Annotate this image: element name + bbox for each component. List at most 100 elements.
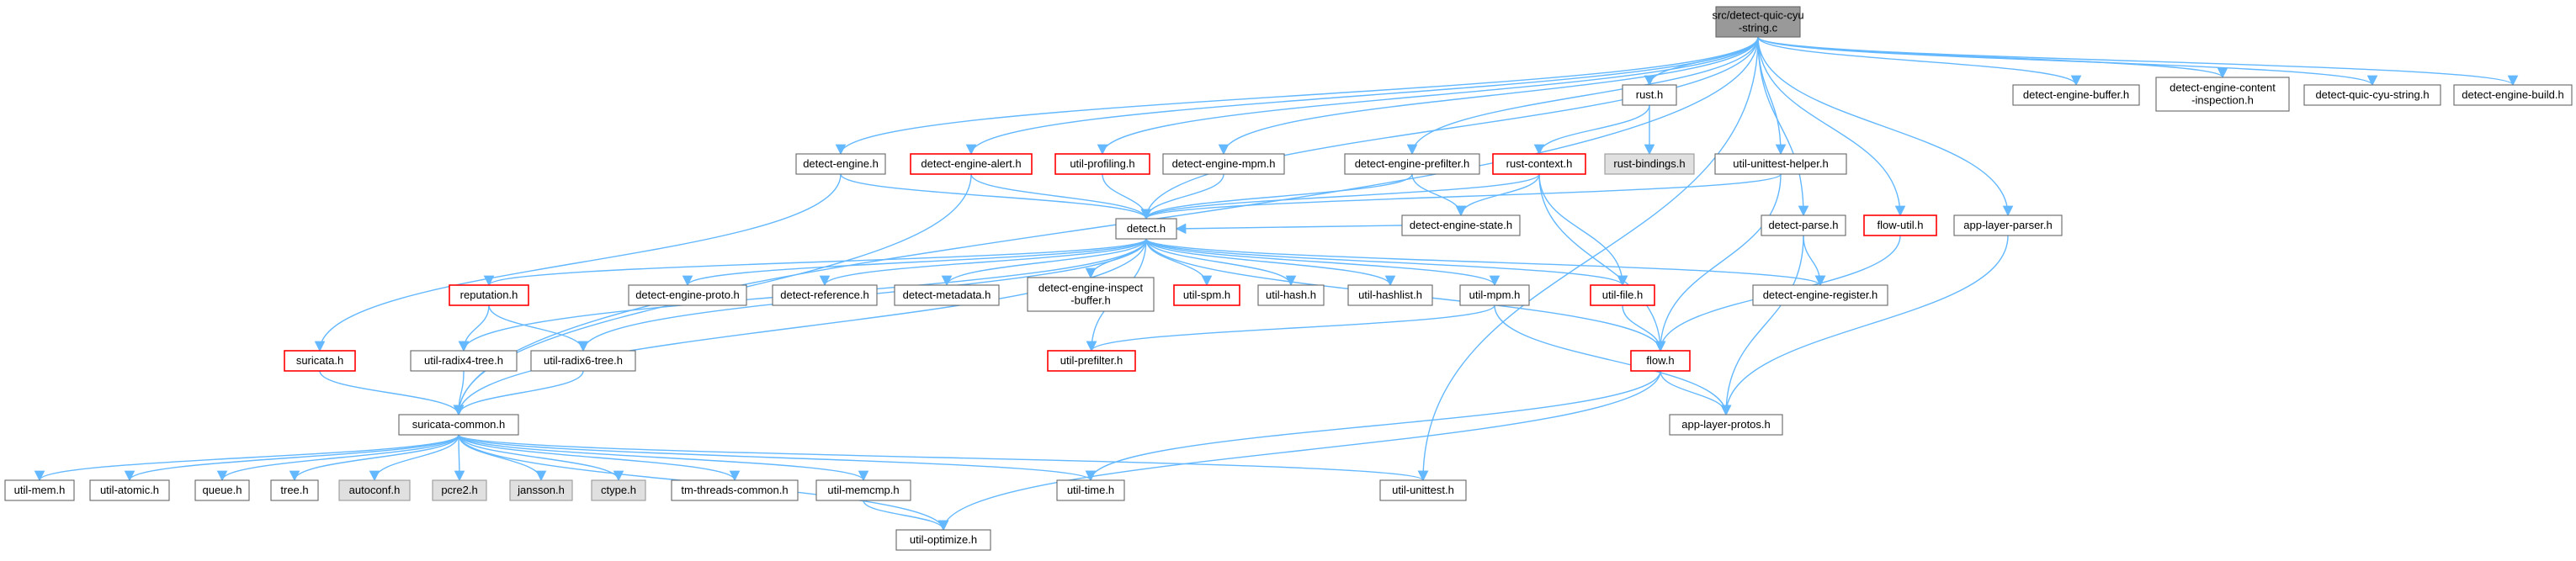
node-box bbox=[2453, 84, 2573, 106]
edge-util-unittest-helper-to-flow bbox=[1654, 173, 1782, 352]
node-util-file[interactable]: util-file.h bbox=[1590, 284, 1655, 306]
node-util-time[interactable]: util-time.h bbox=[1056, 479, 1125, 501]
node-box bbox=[1401, 214, 1521, 236]
node-box bbox=[895, 529, 991, 551]
node-detect-engine-build[interactable]: detect-engine-build.h bbox=[2453, 84, 2573, 106]
node-label: util-optimize.h bbox=[910, 533, 977, 546]
node-detect-engine-alert[interactable]: detect-engine-alert.h bbox=[910, 153, 1033, 175]
node-detect-engine-register[interactable]: detect-engine-register.h bbox=[1752, 284, 1888, 306]
node-tm-threads-common[interactable]: tm-threads-common.h bbox=[671, 479, 799, 501]
node-box bbox=[1714, 153, 1847, 175]
node-detect-engine-content-inspection[interactable]: detect-engine-content-inspection.h bbox=[2155, 77, 2290, 112]
node-box bbox=[338, 479, 411, 501]
node-util-radix6-tree[interactable]: util-radix6-tree.h bbox=[530, 350, 636, 372]
node-box bbox=[1173, 284, 1240, 306]
edge-util-mpm-to-util-prefilter bbox=[1086, 304, 1495, 352]
edge-suricata-common-to-util-atomic bbox=[124, 434, 459, 482]
node-label: -buffer.h bbox=[1070, 294, 1110, 307]
edge-util-radix6-tree-to-suricata-common bbox=[453, 370, 584, 416]
node-app-layer-parser[interactable]: app-layer-parser.h bbox=[1953, 214, 2063, 236]
node-util-unittest[interactable]: util-unittest.h bbox=[1379, 479, 1467, 501]
node-box bbox=[1590, 284, 1655, 306]
node-pcre2[interactable]: pcre2.h bbox=[432, 479, 487, 501]
node-detect-engine-proto[interactable]: detect-engine-proto.h bbox=[628, 284, 747, 306]
node-util-optimize[interactable]: util-optimize.h bbox=[895, 529, 991, 551]
node-ctype[interactable]: ctype.h bbox=[591, 479, 646, 501]
node-util-atomic[interactable]: util-atomic.h bbox=[89, 479, 170, 501]
node-detect-metadata[interactable]: detect-metadata.h bbox=[894, 284, 1000, 306]
node-util-hashlist[interactable]: util-hashlist.h bbox=[1347, 284, 1433, 306]
node-detect-engine[interactable]: detect-engine.h bbox=[795, 153, 886, 175]
edge-util-file-to-flow bbox=[1622, 304, 1666, 352]
edge-root-to-detect-engine bbox=[835, 36, 1759, 156]
node-app-layer-protos[interactable]: app-layer-protos.h bbox=[1669, 414, 1783, 436]
node-label: util-spm.h bbox=[1183, 288, 1230, 301]
node-box bbox=[910, 153, 1033, 175]
node-detect-parse[interactable]: detect-parse.h bbox=[1761, 214, 1846, 236]
node-box bbox=[1761, 214, 1846, 236]
node-flow[interactable]: flow.h bbox=[1630, 350, 1691, 372]
node-util-radix4-tree[interactable]: util-radix4-tree.h bbox=[410, 350, 518, 372]
node-detect-engine-mpm[interactable]: detect-engine-mpm.h bbox=[1162, 153, 1285, 175]
node-rust[interactable]: rust.h bbox=[1622, 84, 1677, 106]
node-detect-engine-state[interactable]: detect-engine-state.h bbox=[1401, 214, 1521, 236]
node-box bbox=[628, 284, 747, 306]
node-util-memcmp[interactable]: util-memcmp.h bbox=[815, 479, 911, 501]
edge-util-mpm-to-app-layer-protos bbox=[1494, 304, 1732, 416]
edge-suricata-common-to-queue bbox=[216, 434, 459, 482]
node-util-mpm[interactable]: util-mpm.h bbox=[1459, 284, 1530, 306]
node-box bbox=[2155, 77, 2290, 112]
node-flow-util[interactable]: flow-util.h bbox=[1863, 214, 1937, 236]
edge-root-to-util-unittest bbox=[1417, 36, 1759, 482]
node-util-hash[interactable]: util-hash.h bbox=[1257, 284, 1325, 306]
node-label: util-file.h bbox=[1602, 288, 1643, 301]
node-box bbox=[1056, 479, 1125, 501]
node-util-spm[interactable]: util-spm.h bbox=[1173, 284, 1240, 306]
edge-root-to-detect-engine-build bbox=[1757, 36, 2518, 87]
edge-util-unittest-helper-to-detect bbox=[1141, 173, 1782, 220]
node-detect-quic-cyu-string[interactable]: detect-quic-cyu-string.h bbox=[2303, 84, 2441, 106]
node-label: detect-engine.h bbox=[803, 157, 879, 170]
node-root[interactable]: src/detect-quic-cyu-string.c bbox=[1712, 6, 1804, 38]
node-suricata[interactable]: suricata.h bbox=[284, 350, 356, 372]
node-box bbox=[1863, 214, 1937, 236]
node-box bbox=[1027, 277, 1155, 312]
node-label: pcre2.h bbox=[441, 484, 477, 496]
node-label: util-hashlist.h bbox=[1358, 288, 1422, 301]
node-detect-engine-buffer[interactable]: detect-engine-buffer.h bbox=[2012, 84, 2140, 106]
node-util-profiling[interactable]: util-profiling.h bbox=[1054, 153, 1150, 175]
node-label: flow-util.h bbox=[1878, 219, 1924, 231]
node-util-unittest-helper[interactable]: util-unittest-helper.h bbox=[1714, 153, 1847, 175]
node-detect-reference[interactable]: detect-reference.h bbox=[772, 284, 878, 306]
node-detect-engine-prefilter[interactable]: detect-engine-prefilter.h bbox=[1344, 153, 1480, 175]
edge-suricata-common-to-tm-threads-common bbox=[458, 434, 741, 482]
node-box bbox=[1669, 414, 1783, 436]
node-rust-bindings[interactable]: rust-bindings.h bbox=[1604, 153, 1695, 175]
node-suricata-common[interactable]: suricata-common.h bbox=[398, 414, 519, 436]
edge-detect-to-util-hashlist bbox=[1145, 238, 1396, 287]
edge-root-to-detect bbox=[1140, 36, 1759, 220]
node-box bbox=[1162, 153, 1285, 175]
node-rust-context[interactable]: rust-context.h bbox=[1492, 153, 1586, 175]
node-reputation[interactable]: reputation.h bbox=[449, 284, 529, 306]
edge-detect-engine-to-suricata bbox=[314, 173, 842, 352]
edge-reputation-to-util-radix4-tree bbox=[458, 304, 490, 352]
node-label: detect-engine-prefilter.h bbox=[1355, 157, 1470, 170]
node-label: tree.h bbox=[280, 484, 308, 496]
node-util-prefilter[interactable]: util-prefilter.h bbox=[1047, 350, 1136, 372]
node-jansson[interactable]: jansson.h bbox=[509, 479, 573, 501]
node-box bbox=[1347, 284, 1433, 306]
edge-flow-to-app-layer-protos bbox=[1660, 370, 1732, 416]
edge-root-to-detect-parse bbox=[1757, 36, 1809, 217]
edge-detect-engine-alert-to-detect bbox=[970, 173, 1152, 220]
node-tree[interactable]: tree.h bbox=[270, 479, 319, 501]
edge-root-to-detect-quic-cyu-string bbox=[1757, 36, 2378, 87]
edge-detect-to-detect-reference bbox=[819, 238, 1147, 287]
node-detect[interactable]: detect.h bbox=[1115, 218, 1177, 240]
edge-suricata-common-to-util-memcmp bbox=[458, 434, 869, 482]
node-detect-engine-inspect-buffer[interactable]: detect-engine-inspect-buffer.h bbox=[1027, 277, 1155, 312]
node-util-mem[interactable]: util-mem.h bbox=[4, 479, 75, 501]
node-autoconf[interactable]: autoconf.h bbox=[338, 479, 411, 501]
node-box bbox=[270, 479, 319, 501]
node-queue[interactable]: queue.h bbox=[194, 479, 250, 501]
